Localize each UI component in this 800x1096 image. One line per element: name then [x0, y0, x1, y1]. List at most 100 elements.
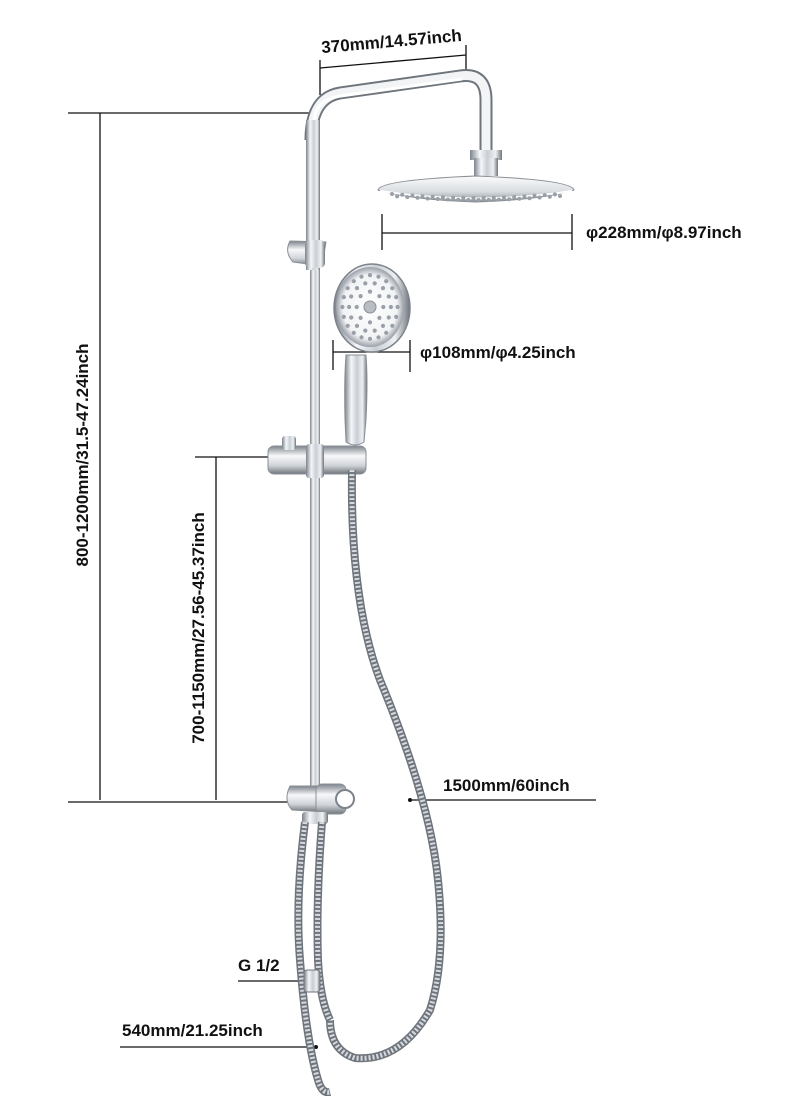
rain-nozzle [471, 196, 476, 200]
rain-nozzle [512, 195, 517, 199]
hand-nozzle [377, 294, 382, 299]
hand-shower-handle [344, 354, 368, 446]
hand-nozzle [380, 323, 386, 328]
rain-nozzle [537, 195, 542, 200]
rain-nozzle [491, 195, 496, 200]
rain-nozzle [532, 193, 537, 198]
rain-nozzle [481, 196, 486, 200]
hand-nozzle [351, 330, 356, 335]
hand-nozzle [388, 304, 393, 310]
hand-shower-nozzles [340, 273, 400, 341]
arm-width-dimension-line [319, 54, 467, 69]
long-hose-outline [326, 469, 445, 1063]
hand-nozzle [367, 336, 373, 341]
hand-nozzle [390, 286, 395, 291]
hand-nozzle [354, 323, 360, 328]
slide-height-label: 700-1150mm/27.56-45.37inch [189, 512, 208, 744]
hand-nozzle [367, 273, 373, 278]
rain-nozzle [496, 197, 501, 202]
total-height-label: 800-1200mm/31.5-47.24inch [73, 343, 92, 566]
shower-arm-highlight [312, 77, 463, 121]
rain-nozzle [451, 195, 456, 200]
hand-nozzle [359, 274, 364, 279]
hand-nozzle [390, 323, 395, 328]
rain-nozzle [552, 192, 557, 197]
rain-nozzle [400, 192, 405, 197]
rain-shower-head [377, 175, 575, 203]
long-hose [327, 469, 444, 1061]
hand-nozzle [380, 286, 386, 291]
rain-nozzle [415, 195, 420, 200]
hand-nozzle [377, 315, 382, 320]
hand-nozzle [367, 320, 373, 325]
hand-head-diameter-label: φ108mm/φ4.25inch [420, 343, 576, 362]
hand-nozzle [358, 315, 363, 320]
hand-nozzle [358, 294, 363, 299]
rain-nozzle [486, 197, 491, 202]
diverter-knob-icon [335, 789, 355, 809]
hand-nozzle [345, 286, 350, 291]
rain-nozzle [558, 194, 562, 198]
rain-nozzle [446, 197, 450, 202]
bottom-bracket [286, 783, 355, 824]
hand-nozzle [349, 294, 354, 299]
hand-nozzle [340, 304, 345, 310]
hand-nozzle [394, 295, 399, 300]
hand-nozzle [354, 304, 359, 310]
hand-nozzle [354, 286, 360, 291]
rain-nozzle [476, 198, 481, 202]
hand-nozzle [386, 315, 391, 320]
hand-nozzle [363, 281, 368, 286]
rain-nozzle [410, 193, 415, 198]
shower-assembly [267, 69, 575, 1096]
connector-thread-label: G 1/2 [238, 956, 280, 975]
hose-length-label: 1500mm/60inch [443, 776, 570, 795]
rain-nozzle [425, 196, 430, 201]
rain-head-nozzles [390, 192, 562, 202]
hand-nozzle [386, 294, 391, 299]
upper-riser-pipe [306, 120, 320, 270]
rain-head-neck [470, 150, 502, 160]
rain-nozzle [430, 194, 435, 199]
hand-nozzle [351, 279, 356, 284]
hand-nozzle [395, 304, 400, 310]
hand-nozzle [363, 328, 368, 333]
hand-nozzle [372, 281, 377, 286]
rain-nozzle [507, 197, 512, 202]
hand-nozzle [367, 289, 373, 294]
rain-nozzle [420, 194, 425, 199]
hand-nozzle [376, 335, 381, 340]
hand-shower-head [333, 263, 411, 353]
hand-nozzle [384, 279, 389, 284]
rain-head-connector [474, 158, 498, 176]
rain-nozzle [461, 195, 466, 200]
rain-nozzle [390, 192, 394, 196]
rain-nozzle [522, 194, 527, 199]
hand-nozzle [376, 274, 381, 279]
slide-holder [267, 436, 367, 478]
hand-nozzle [359, 335, 364, 340]
hand-nozzle [372, 328, 377, 333]
g-half-connector [303, 969, 321, 993]
hand-nozzle [345, 323, 350, 328]
bottom-hose-length-label: 540mm/21.25inch [122, 1021, 263, 1040]
rain-nozzle [517, 196, 522, 201]
hand-nozzle [394, 314, 399, 319]
bottom-hose-leader-dot [314, 1045, 318, 1049]
rain-nozzle [527, 196, 532, 201]
rain-nozzle [405, 195, 410, 200]
rain-nozzle [542, 193, 547, 198]
lower-riser-pipe [310, 270, 320, 810]
rain-nozzle [547, 194, 552, 199]
hand-nozzle [341, 295, 346, 300]
rain-nozzle [466, 198, 471, 202]
slide-holder-button [282, 436, 296, 450]
hand-nozzle [341, 314, 346, 319]
rain-nozzle [395, 194, 400, 199]
rain-nozzle [456, 197, 461, 202]
return-hose [315, 821, 333, 1022]
hand-nozzle [349, 315, 354, 320]
rain-nozzle [502, 195, 506, 200]
rain-nozzle [440, 195, 445, 200]
